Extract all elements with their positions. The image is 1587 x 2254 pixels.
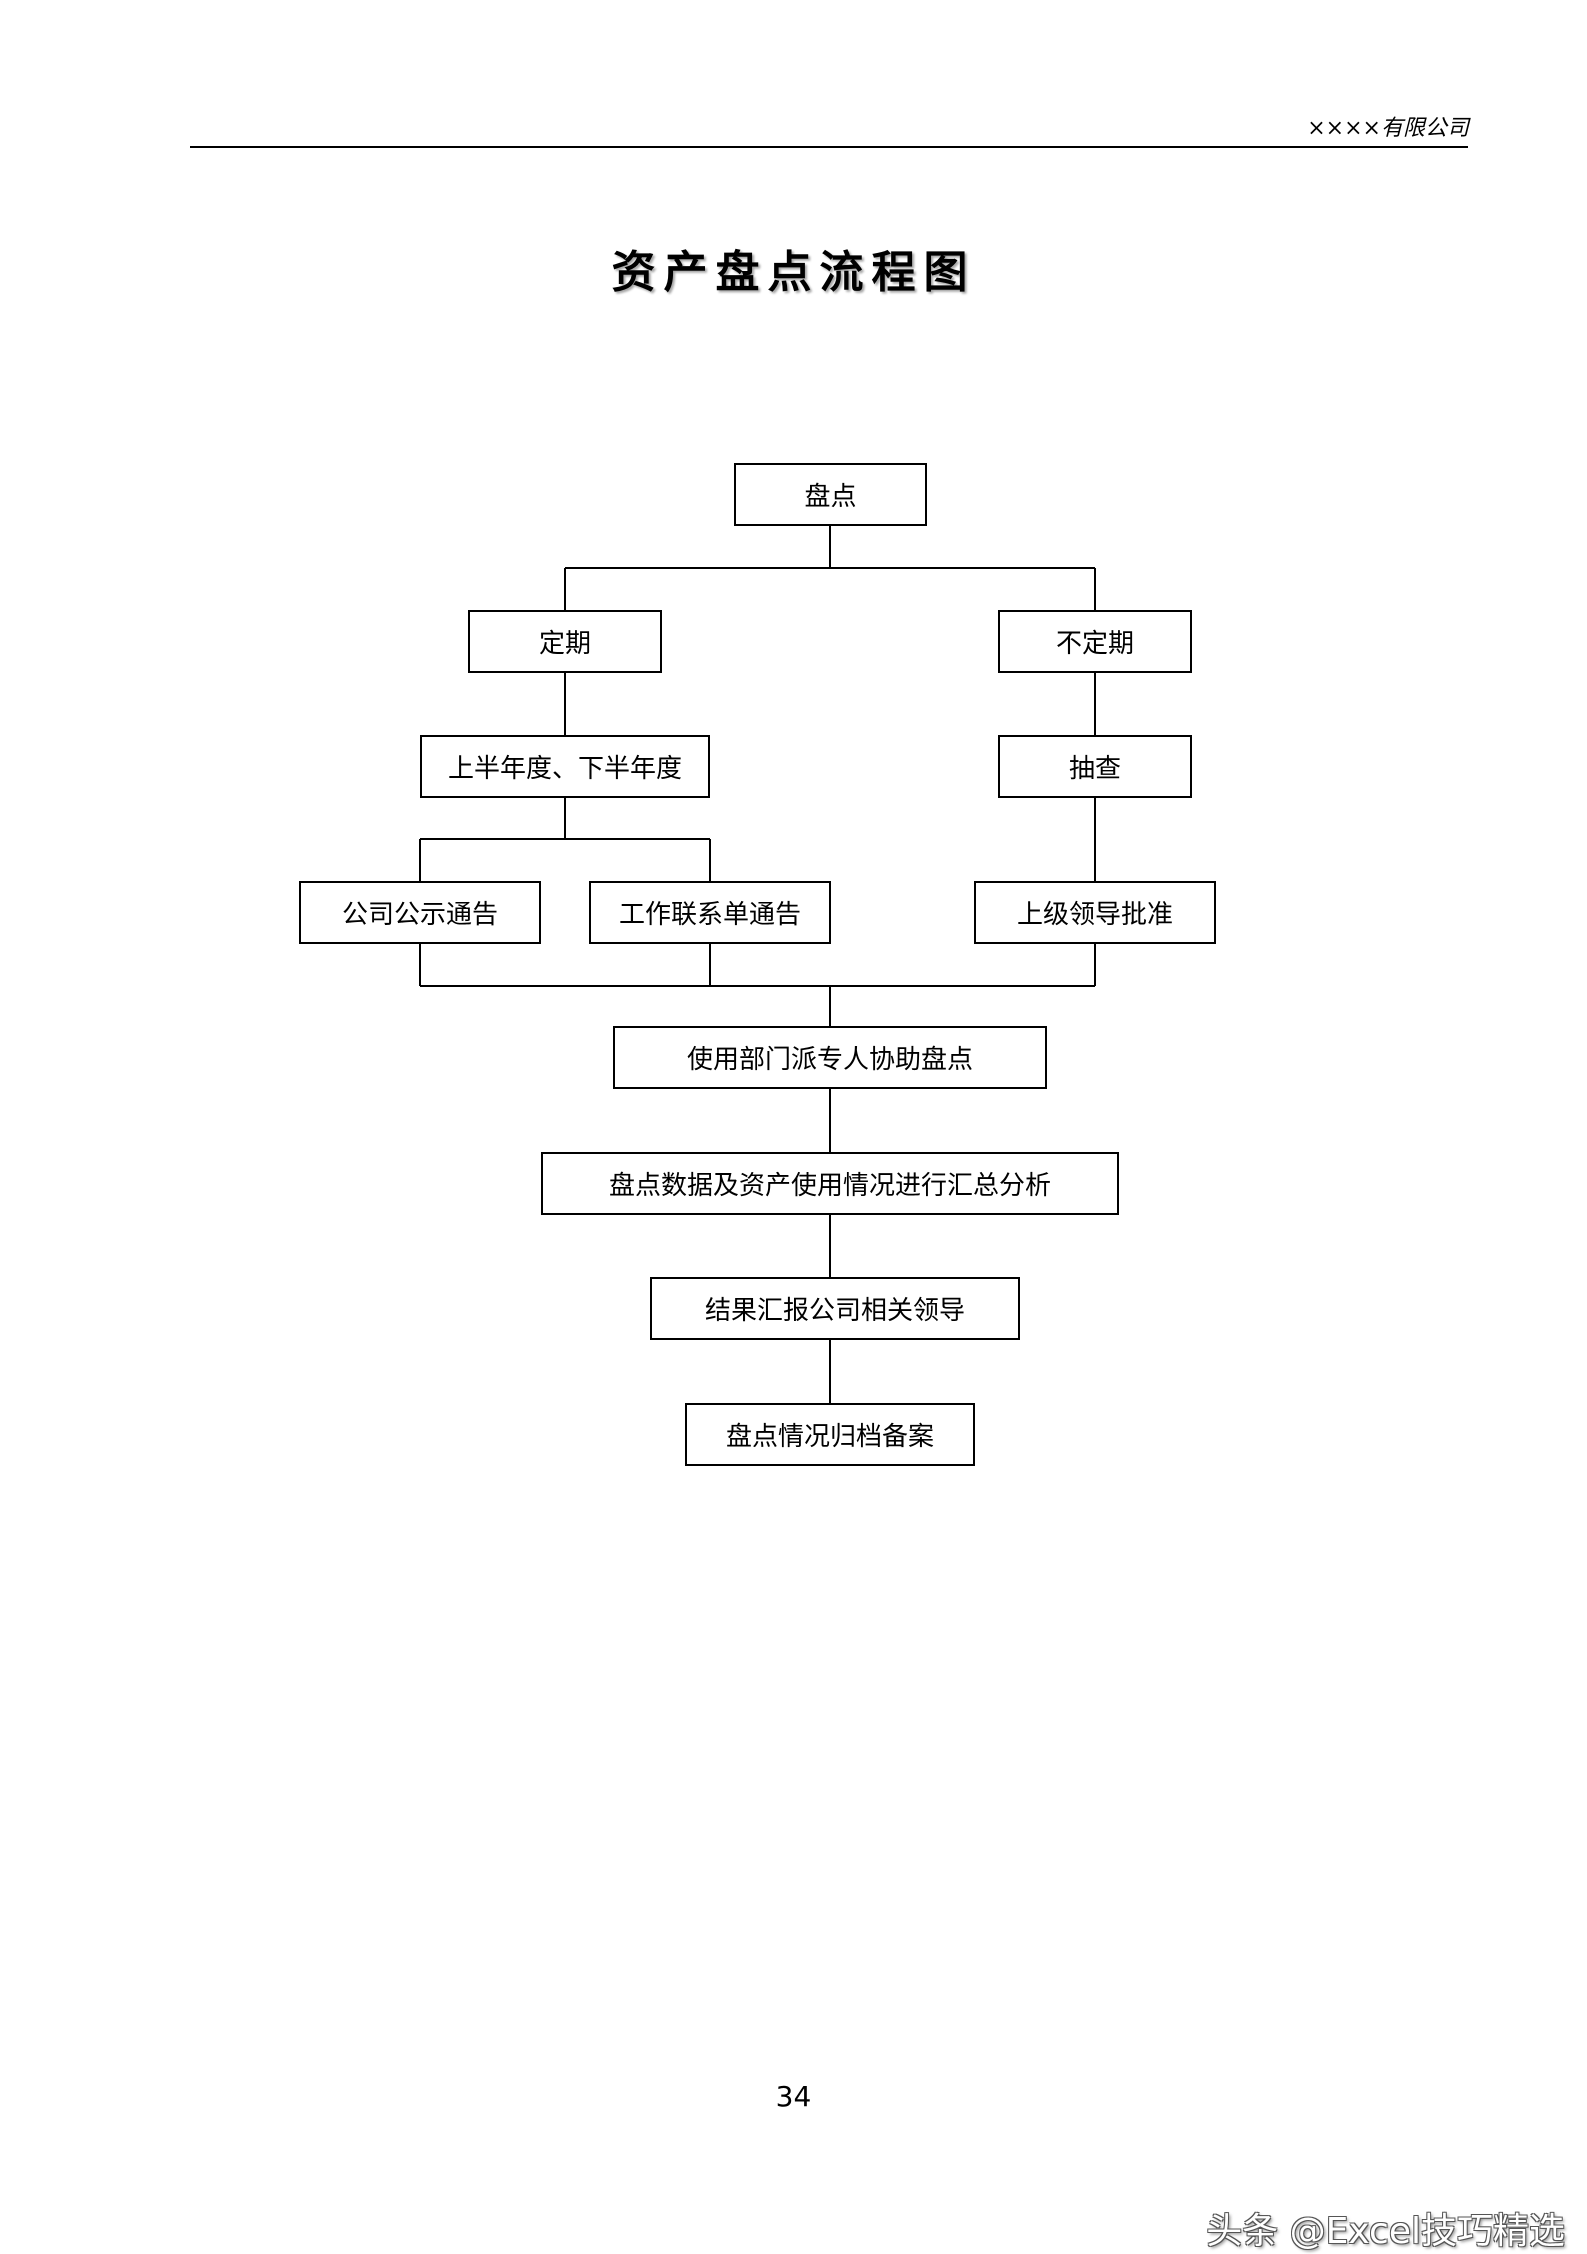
page-number: 34: [775, 2080, 812, 2113]
node-superior-approval: 上级领导批准: [974, 881, 1216, 944]
node-inventory: 盘点: [734, 463, 927, 526]
node-spot-check: 抽查: [998, 735, 1192, 798]
node-summary-analysis: 盘点数据及资产使用情况进行汇总分析: [541, 1152, 1119, 1215]
header-company-name: ××××有限公司: [1307, 116, 1469, 141]
node-company-notice: 公司公示通告: [299, 881, 541, 944]
node-periodic: 定期: [468, 610, 662, 673]
node-work-contact-notice: 工作联系单通告: [589, 881, 831, 944]
node-report-leaders: 结果汇报公司相关领导: [650, 1277, 1020, 1340]
node-dept-assist: 使用部门派专人协助盘点: [613, 1026, 1047, 1089]
node-half-year: 上半年度、下半年度: [420, 735, 710, 798]
node-non-periodic: 不定期: [998, 610, 1192, 673]
page-title: 资产盘点流程图: [611, 247, 976, 298]
header-divider: [190, 146, 1468, 148]
watermark-text: 头条 @Excel技巧精选: [1206, 2211, 1565, 2252]
node-archive: 盘点情况归档备案: [685, 1403, 975, 1466]
